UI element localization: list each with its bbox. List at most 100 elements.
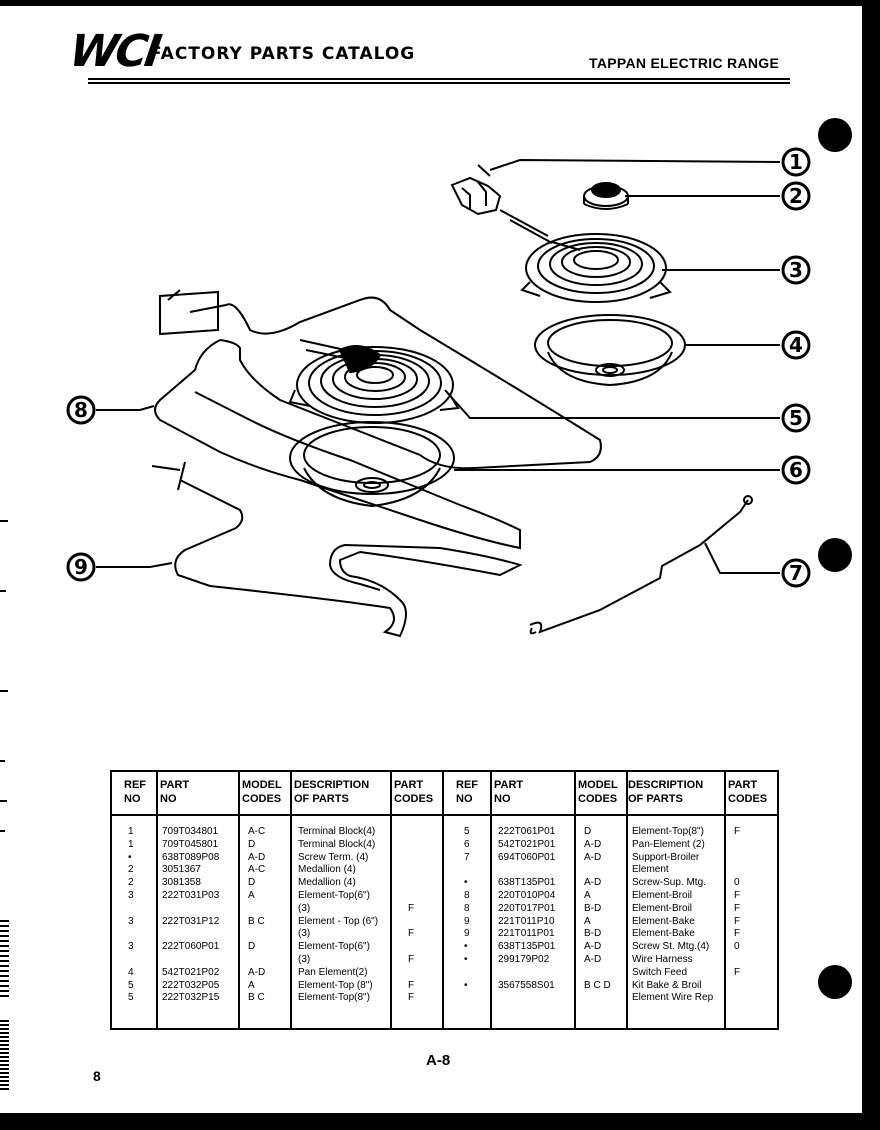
table-cell-desc: Element: [632, 864, 669, 876]
medallion-part: [583, 182, 629, 210]
scan-border-right: [862, 0, 880, 1130]
table-cell-part: 222T061P01: [498, 826, 556, 837]
table-cell-model: A-D: [248, 851, 266, 863]
table-cell-part: 638T135P01: [498, 941, 556, 953]
svg-text:6: 6: [789, 458, 803, 482]
table-cell-ref: 5: [128, 979, 134, 991]
table-cell-desc: (3): [298, 928, 311, 940]
broiler-support-part: [529, 495, 753, 635]
table-cell-model: B C D: [584, 979, 611, 991]
binder-hole: [818, 118, 852, 152]
table-header-rule: [112, 814, 777, 816]
table-cell-code: F: [408, 902, 415, 914]
table-cell-model: B C: [248, 915, 265, 927]
table-cell-model: A-C: [248, 864, 266, 876]
product-title: TAPPAN ELECTRIC RANGE: [589, 55, 780, 71]
svg-text:5: 5: [789, 406, 803, 430]
table-cell-part: 222T060P01: [162, 941, 220, 953]
table-cell-part: 220T010P04: [498, 890, 556, 901]
table-cell-desc: Element-Top (8"): [298, 979, 373, 991]
bake-element-part: [151, 461, 523, 638]
table-cell-model: A-D: [584, 954, 602, 965]
table-cell-ref: 3: [128, 941, 134, 953]
table-cell-model: D: [248, 877, 256, 889]
table-cell-desc: Element Wire Rep: [632, 992, 714, 1004]
table-cell-model: B-D: [584, 928, 602, 940]
table-cell-desc: Medallion (4): [298, 864, 356, 876]
table-cell-part: 222T031P12: [162, 915, 220, 927]
table-cell-ref: 5: [464, 826, 470, 837]
header-rule-2: [88, 82, 790, 84]
table-cell-desc: Support-Broiler: [632, 851, 700, 863]
table-cell-part: 542T021P01: [498, 838, 556, 850]
table-cell-desc: Element-Broil: [632, 902, 693, 914]
table-cell-code: 0: [734, 877, 740, 889]
table-cell-code: F: [734, 826, 741, 837]
table-cell-model: A-D: [584, 877, 602, 889]
table-cell-model: A-D: [584, 941, 602, 953]
table-cell-ref: 8: [464, 890, 470, 901]
table-cell-code: F: [408, 954, 415, 965]
table-cell-part: 709T034801: [162, 826, 219, 837]
small-surface-element-part: [520, 233, 672, 303]
table-cell-desc: Element - Top (6"): [298, 915, 379, 927]
table-cell-model: D: [248, 838, 256, 850]
table-cell-desc: Medallion (4): [298, 877, 356, 889]
callout-2: 2: [781, 181, 811, 211]
table-cell-part: 638T135P01: [498, 877, 556, 889]
table-cell-part: 3051367: [162, 864, 201, 876]
table-cell-desc: Element-Top(6"): [298, 941, 370, 953]
table-cell-part: 222T032P15: [162, 992, 220, 1004]
table-cell-desc: (3): [298, 902, 311, 914]
svg-text:1: 1: [789, 150, 803, 174]
table-cell-desc: Wire Harness: [632, 954, 693, 965]
large-drip-pan-part: [289, 421, 455, 508]
table-cell-part: 638T089P08: [162, 851, 220, 863]
table-cell-code: F: [408, 928, 415, 940]
callout-8: 8: [66, 395, 96, 425]
table-cell-desc: Element-Top(8"): [632, 826, 704, 837]
callout-1: 1: [781, 147, 811, 177]
callout-markers: 1 2 3 4 5 6 7 8 9: [66, 147, 811, 588]
page-code: A-8: [426, 1052, 451, 1069]
table-cell-ref: •: [464, 941, 468, 953]
table-cell-ref: •: [464, 877, 468, 889]
table-cell-model: A: [584, 890, 591, 901]
table-cell-ref: 9: [464, 928, 470, 940]
scan-edge-marks: [0, 500, 10, 1100]
scan-border-bottom: [0, 1113, 880, 1130]
table-cell-model: B C: [248, 992, 265, 1004]
table-cell-model: A-C: [248, 826, 266, 837]
table-cell-desc: Pan-Element (2): [632, 838, 705, 850]
table-cell-ref: •: [464, 954, 468, 965]
catalog-title: FACTORY PARTS CATALOG: [150, 44, 416, 64]
table-cell-desc: Screw-Sup. Mtg.: [632, 877, 706, 889]
table-cell-desc: Terminal Block(4): [298, 826, 376, 837]
table-cell-part: 694T060P01: [498, 851, 556, 863]
table-cell-ref: 5: [128, 992, 134, 1004]
table-cell-part: 3567558S01: [498, 979, 555, 991]
table-cell-part: 221T011P01: [498, 928, 555, 940]
table-cell-code: F: [734, 928, 741, 940]
table-cell-desc: Screw Term. (4): [298, 851, 369, 863]
svg-text:7: 7: [789, 561, 803, 585]
table-cell-ref: 6: [464, 838, 470, 850]
table-cell-model: D: [248, 941, 256, 953]
exploded-parts-diagram: 1 2 3 4 5 6 7 8 9: [66, 147, 811, 638]
table-cell-part: 220T017P01: [498, 902, 556, 914]
scan-border-top: [0, 0, 880, 6]
table-cell-desc: (3): [298, 954, 311, 965]
table-cell-ref: 2: [128, 864, 134, 876]
table-cell-part: 299179P02: [498, 954, 550, 965]
table-cell-desc: Switch Feed: [632, 966, 688, 978]
table-cell-ref: 1: [128, 826, 134, 837]
